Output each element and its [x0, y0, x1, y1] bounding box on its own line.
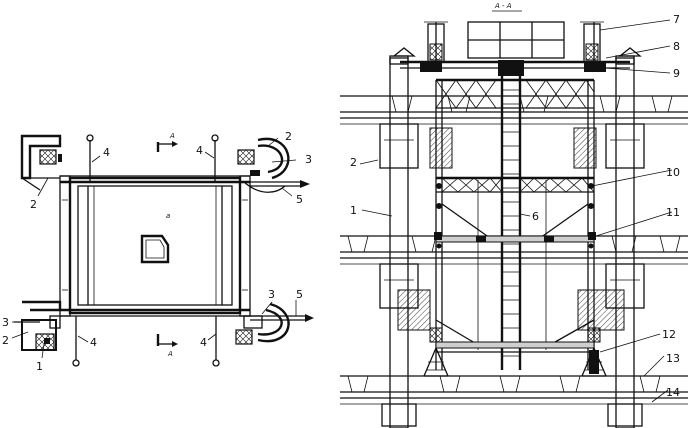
section-a-top-label: A [169, 132, 175, 140]
column-left [379, 57, 419, 428]
section-mark-bottom: A [156, 334, 178, 358]
label-a: a [166, 212, 170, 220]
section-label-13: 13 [666, 352, 680, 365]
section-label-8: 8 [673, 40, 680, 53]
plan-label-3-bottom-left: 3 [2, 316, 9, 329]
plan-label-4-b: 4 [196, 144, 203, 157]
floor-slabs [340, 95, 688, 405]
plan-label-4-d: 4 [200, 336, 207, 349]
plan-label-2-top: 2 [285, 130, 292, 143]
section-label-12: 12 [662, 328, 676, 341]
section-view: A - A [340, 2, 688, 428]
lower-platform [435, 341, 595, 353]
section-label-9: 9 [673, 67, 680, 80]
section-label-11: 11 [666, 206, 680, 219]
section-label-14: 14 [666, 386, 680, 399]
posts [72, 134, 220, 367]
plan-label-2-bottom-left: 2 [2, 334, 9, 347]
plan-view: a [2, 130, 314, 373]
plan-label-3-top: 3 [305, 153, 312, 166]
plan-label-1: 1 [36, 360, 43, 373]
plan-label-2-left-top: 2 [30, 198, 37, 211]
corner-bottom-left [14, 300, 62, 351]
plan-label-3-bottom: 3 [268, 288, 275, 301]
plan-label-4-c: 4 [90, 336, 97, 349]
support-jacks [423, 327, 607, 377]
central-ladder [500, 66, 522, 370]
corner-top-right [237, 137, 310, 193]
section-leaders [359, 19, 673, 403]
column-right [605, 57, 645, 428]
corner-bottom-right [235, 302, 314, 345]
formwork-panels [397, 127, 625, 331]
central-opening: a [140, 212, 170, 264]
platform-beam-level2 [434, 232, 596, 243]
section-label-6: 6 [532, 210, 539, 223]
plan-label-4-a: 4 [103, 146, 110, 159]
plan-leaders [11, 137, 297, 359]
corner-top-left [20, 134, 62, 191]
section-label-7: 7 [673, 13, 680, 26]
section-title: A - A [494, 2, 512, 10]
top-lifting-gear [389, 21, 642, 76]
platform-frame [59, 175, 251, 317]
section-label-2: 2 [350, 156, 357, 169]
roller-nodes [436, 183, 594, 249]
plan-label-5-bottom: 5 [296, 288, 303, 301]
top-truss [435, 78, 595, 109]
diagonal-braces [435, 203, 595, 347]
slab-ribs [347, 95, 681, 393]
guide-posts [435, 80, 595, 370]
section-label-10: 10 [666, 166, 680, 179]
section-label-1: 1 [350, 204, 357, 217]
plan-label-5-top: 5 [296, 193, 303, 206]
section-mark-top: A [156, 132, 178, 152]
section-a-bottom-label: A [167, 350, 173, 358]
middle-truss [436, 176, 595, 193]
